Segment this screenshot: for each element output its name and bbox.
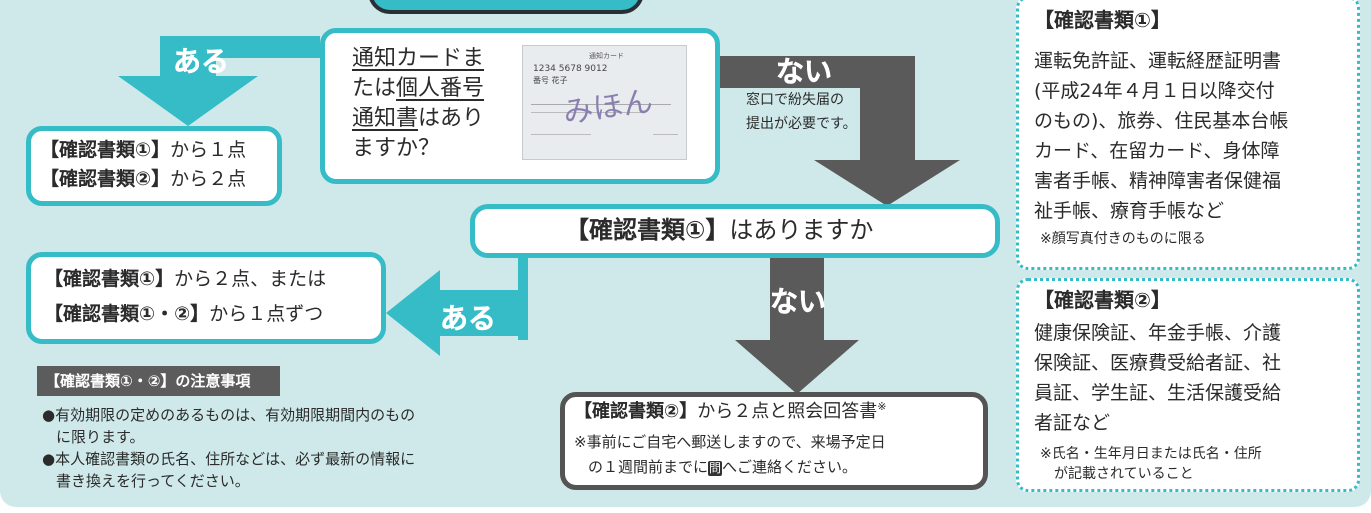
branch-top-no-label: ない xyxy=(776,55,833,89)
arrow-bottom-yes xyxy=(386,258,528,356)
arrow-top-no xyxy=(715,56,960,206)
doc1-line: 祉手帳、療育手帳など xyxy=(1034,200,1225,222)
doc1-title: 【確認書類①】 xyxy=(1034,8,1171,32)
result-bottom-note: ※事前にご自宅へ郵送しますので、来場予定日 の１週間前までに問へご連絡ください。 xyxy=(574,430,886,480)
arrow-bottom-no xyxy=(735,258,859,394)
question-two-box xyxy=(470,204,1000,258)
notes-list: ●有効期限の定めのあるものは、有効期限期間内のもの に限ります。 ●本人確認書類… xyxy=(42,404,415,492)
branch-top-no-note-line2: 提出が必要です。 xyxy=(746,116,857,132)
question-two-bold: 【確認書類①】 xyxy=(565,216,730,244)
doc1-line: 害者手帳、精神障害者保健福 xyxy=(1034,170,1282,192)
doc2-note-line1: ※氏名・生年月日または氏名・住所 xyxy=(1040,446,1262,462)
card-image-title: 通知カード xyxy=(589,52,624,60)
doc2-note-line2: が記載されていること xyxy=(1054,466,1194,482)
question-card-line3: 通知書はあり xyxy=(352,106,485,131)
card-image-sample-stamp: みほん xyxy=(560,83,655,132)
notes-item1-line1: ●有効期限の定めのあるものは、有効期限期間内のもの xyxy=(42,406,416,424)
question-card-line2: たは個人番号 xyxy=(352,76,485,101)
doc2-line: 者証など xyxy=(1034,412,1111,434)
question-two-text: 【確認書類①】はありますか xyxy=(565,216,873,245)
arrow-top-yes xyxy=(118,46,320,126)
branch-bottom-no-label: ない xyxy=(770,285,827,319)
card-image-number: 1234 5678 9012 xyxy=(533,64,608,74)
notes-item2-line2: 書き換えを行ってください。 xyxy=(56,472,250,490)
notification-card-image: 通知カード 1234 5678 9012 番号 花子 みほん xyxy=(522,45,687,160)
branch-top-yes-label: ある xyxy=(173,45,230,79)
result-bottom-mark: ※ xyxy=(877,400,887,413)
result-bottom-title: 【確認書類②】から２点と照会回答書※ xyxy=(574,400,886,423)
doc1-line: (平成24年４月１日以降交付 xyxy=(1034,80,1275,102)
branch-bottom-yes-label: ある xyxy=(440,302,497,336)
question-card-text: 通知カードま たは個人番号 通知書はあり ますか？ xyxy=(352,44,502,164)
question-card-line4: ますか？ xyxy=(352,136,441,161)
doc2-line: 員証、学生証、生活保護受給 xyxy=(1034,382,1282,404)
doc2-title: 【確認書類②】 xyxy=(1034,288,1171,312)
result-mid-left-line1-bold: 【確認書類①】 xyxy=(44,268,175,290)
result-mid-left-box xyxy=(26,252,386,344)
card-image-name: 番号 花子 xyxy=(533,76,568,85)
result-mid-left-line2-bold: 【確認書類①・②】 xyxy=(44,303,210,325)
doc2-line: 健康保険証、年金手帳、介護 xyxy=(1034,322,1282,344)
doc1-body: 運転免許証、運転経歴証明書 (平成24年４月１日以降交付 のもの)、旅券、住民基… xyxy=(1034,46,1288,226)
result-mid-left-line2-rest: から１点ずつ xyxy=(209,303,324,325)
arrow-top-yes-stem xyxy=(160,36,320,58)
result-mid-left-line1-rest: から２点、または xyxy=(174,268,327,290)
result-bottom-note-line2-pre: の１週間前までに xyxy=(588,458,709,476)
result-top-left-box xyxy=(26,126,282,206)
doc1-line: 運転免許証、運転経歴証明書 xyxy=(1034,50,1282,72)
result-bottom-note-line2-post: へご連絡ください。 xyxy=(722,458,858,476)
doc1-panel xyxy=(1016,0,1360,270)
doc2-line: 保険証、医療費受給者証、社 xyxy=(1034,352,1282,374)
notes-item2-line1: ●本人確認書類の氏名、住所などは、必ず最新の情報に xyxy=(42,450,416,468)
result-top-left-line1-rest: から１点 xyxy=(170,139,247,161)
result-top-left-line1-bold: 【確認書類①】 xyxy=(40,139,171,161)
notes-header: 【確認書類①・②】の注意事項 xyxy=(37,366,280,396)
notes-item1-line2: に限ります。 xyxy=(56,428,145,446)
doc1-line: カード、在留カード、身体障 xyxy=(1034,140,1280,162)
doc2-panel xyxy=(1016,278,1360,492)
result-bottom-note-line1: ※事前にご自宅へ郵送しますので、来場予定日 xyxy=(574,433,886,451)
question-card-line1: 通知カードま xyxy=(352,46,485,71)
result-bottom-bold: 【確認書類②】 xyxy=(574,401,698,422)
result-top-left-text: 【確認書類①】から１点 【確認書類②】から２点 xyxy=(40,136,246,194)
question-two-rest: はありますか xyxy=(729,216,874,244)
contact-mark-icon: 問 xyxy=(708,461,723,476)
doc1-note: ※顔写真付きのものに限る xyxy=(1040,231,1206,247)
result-bottom-box xyxy=(560,392,988,490)
doc2-note: ※氏名・生年月日または氏名・住所 が記載されていること xyxy=(1040,444,1262,484)
doc2-body: 健康保険証、年金手帳、介護 保険証、医療費受給者証、社 員証、学生証、生活保護受… xyxy=(1034,318,1281,438)
doc1-line: のもの)、旅券、住民基本台帳 xyxy=(1034,110,1289,132)
result-bottom-rest: から２点と照会回答書 xyxy=(697,401,878,422)
result-top-left-line2-bold: 【確認書類②】 xyxy=(40,168,171,190)
result-mid-left-text: 【確認書類①】から２点、または 【確認書類①・②】から１点ずつ xyxy=(44,262,326,332)
result-top-left-line2-rest: から２点 xyxy=(170,168,247,190)
branch-top-no-note-line1: 窓口で紛失届の xyxy=(746,92,844,108)
